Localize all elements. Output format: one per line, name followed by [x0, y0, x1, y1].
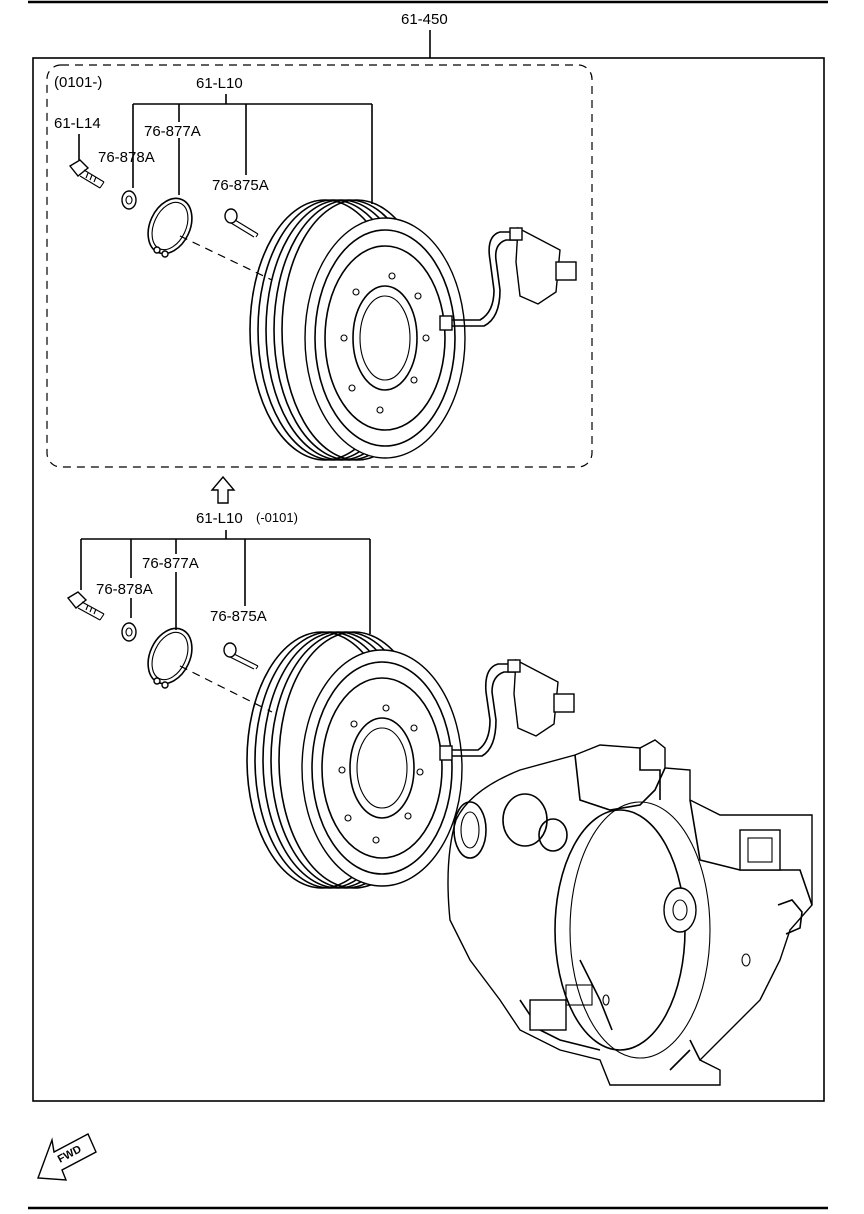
lower-bolt[interactable] — [66, 591, 105, 621]
upper-group: 61-L10 61-L14 76-877A 76-878A 76-875A — [54, 75, 577, 461]
lower-shim-label[interactable]: 76-878A — [96, 581, 153, 598]
lower-screw[interactable] — [223, 642, 259, 670]
fwd-arrow-icon: FWD — [37, 1133, 97, 1181]
upper-kit-label[interactable]: 61-L10 — [196, 75, 243, 92]
lower-screw-label[interactable]: 76-875A — [210, 608, 267, 625]
lower-shim[interactable] — [121, 622, 137, 642]
lower-kit-range: (-0101) — [256, 510, 298, 525]
upper-screw-label[interactable]: 76-875A — [212, 177, 269, 194]
upper-bolt-label[interactable]: 61-L14 — [54, 115, 101, 132]
upper-bolt[interactable] — [68, 159, 105, 189]
lower-group: 61-L10 (-0101) 76-877A 76-878A 76-875A — [66, 510, 813, 1086]
lower-connector[interactable] — [439, 658, 575, 761]
assembly-frame — [32, 57, 825, 1102]
lower-snap-ring-label[interactable]: 76-877A — [142, 555, 199, 572]
up-arrow-icon — [210, 475, 236, 504]
upper-group-range: (0101-) — [54, 74, 102, 91]
upper-group-box — [46, 64, 593, 468]
lower-snap-ring[interactable] — [140, 621, 201, 690]
assembly-part-number[interactable]: 61-450 — [401, 11, 448, 28]
upper-snap-ring-label[interactable]: 76-877A — [144, 123, 201, 140]
lower-kit-label[interactable]: 61-L10 — [196, 510, 243, 527]
lower-clutch-pulley[interactable] — [246, 631, 463, 889]
upper-connector[interactable] — [439, 226, 577, 331]
upper-snap-ring[interactable] — [140, 191, 201, 260]
upper-shim[interactable] — [121, 190, 137, 210]
upper-screw[interactable] — [224, 208, 259, 238]
upper-clutch-pulley[interactable] — [249, 199, 466, 461]
compressor-body[interactable] — [447, 739, 813, 1086]
upper-shim-label[interactable]: 76-878A — [98, 149, 155, 166]
